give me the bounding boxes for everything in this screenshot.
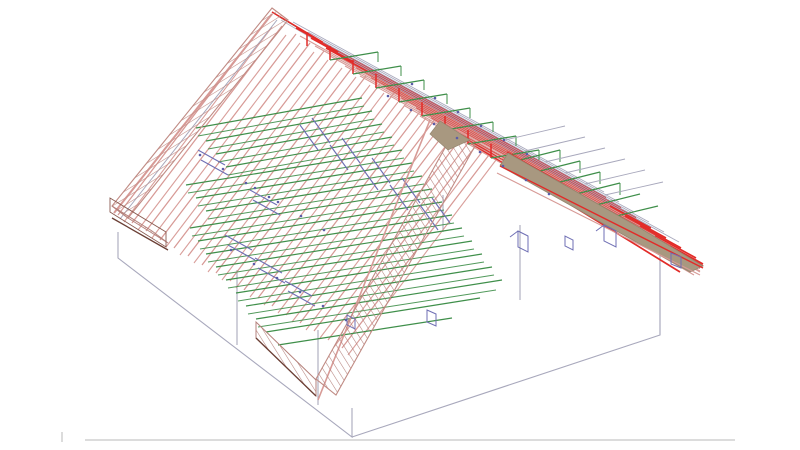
right-slope-purlin-gray bbox=[504, 125, 664, 196]
right-slope-purlin-verticals bbox=[377, 52, 621, 195]
eave-bracket bbox=[670, 252, 682, 269]
eave-fascia-tan-right bbox=[496, 152, 704, 276]
eave-fascia-hatched-left-corner bbox=[109, 197, 169, 251]
scale-baseline bbox=[61, 432, 735, 442]
wall-left-face bbox=[117, 232, 353, 439]
eave-brackets bbox=[346, 224, 682, 330]
eave-bracket bbox=[564, 235, 574, 251]
eave-fascia-hatched-bottom-corner bbox=[255, 320, 317, 398]
building-walls bbox=[117, 195, 661, 439]
connection-nodes bbox=[198, 82, 551, 322]
eave-bracket bbox=[595, 224, 617, 248]
eave-bracket bbox=[426, 309, 437, 327]
eave-bracket bbox=[346, 314, 356, 330]
ridge-end-wedge bbox=[429, 120, 471, 151]
eave-bracket bbox=[509, 230, 529, 253]
right-slope-rafter-gray-edges bbox=[292, 21, 680, 243]
